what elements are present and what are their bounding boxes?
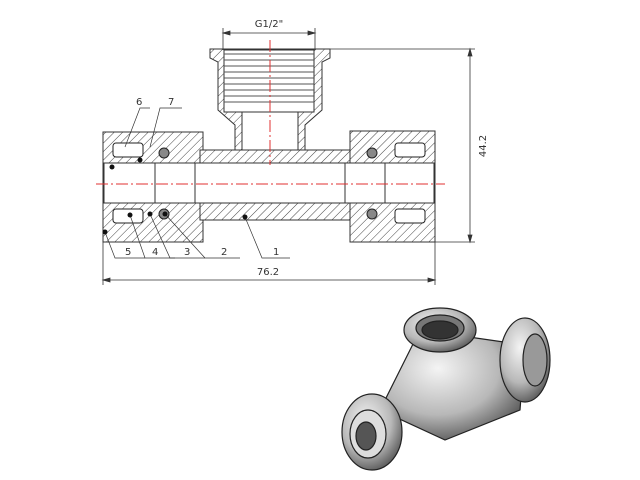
width-dimension-label: 76.2 <box>257 267 279 278</box>
callout-3: 3 <box>184 247 190 258</box>
fitting-body <box>102 48 436 243</box>
tee-fitting-3d-render <box>341 307 551 471</box>
thread-size-label: G1/2" <box>255 19 283 30</box>
o-rings <box>158 147 378 220</box>
callout-6: 6 <box>136 97 142 108</box>
callout-7: 7 <box>168 97 174 108</box>
callout-5: 5 <box>125 247 131 258</box>
callout-dots <box>102 157 248 235</box>
callout-leaders <box>104 107 290 259</box>
dimensions <box>101 28 475 285</box>
centerlines <box>96 40 445 185</box>
split-rings <box>112 142 426 224</box>
internal-thread <box>224 53 314 103</box>
callout-4: 4 <box>152 247 158 258</box>
callout-1: 1 <box>273 247 279 258</box>
callout-2: 2 <box>221 247 227 258</box>
height-dimension-label: 44.2 <box>478 135 489 157</box>
